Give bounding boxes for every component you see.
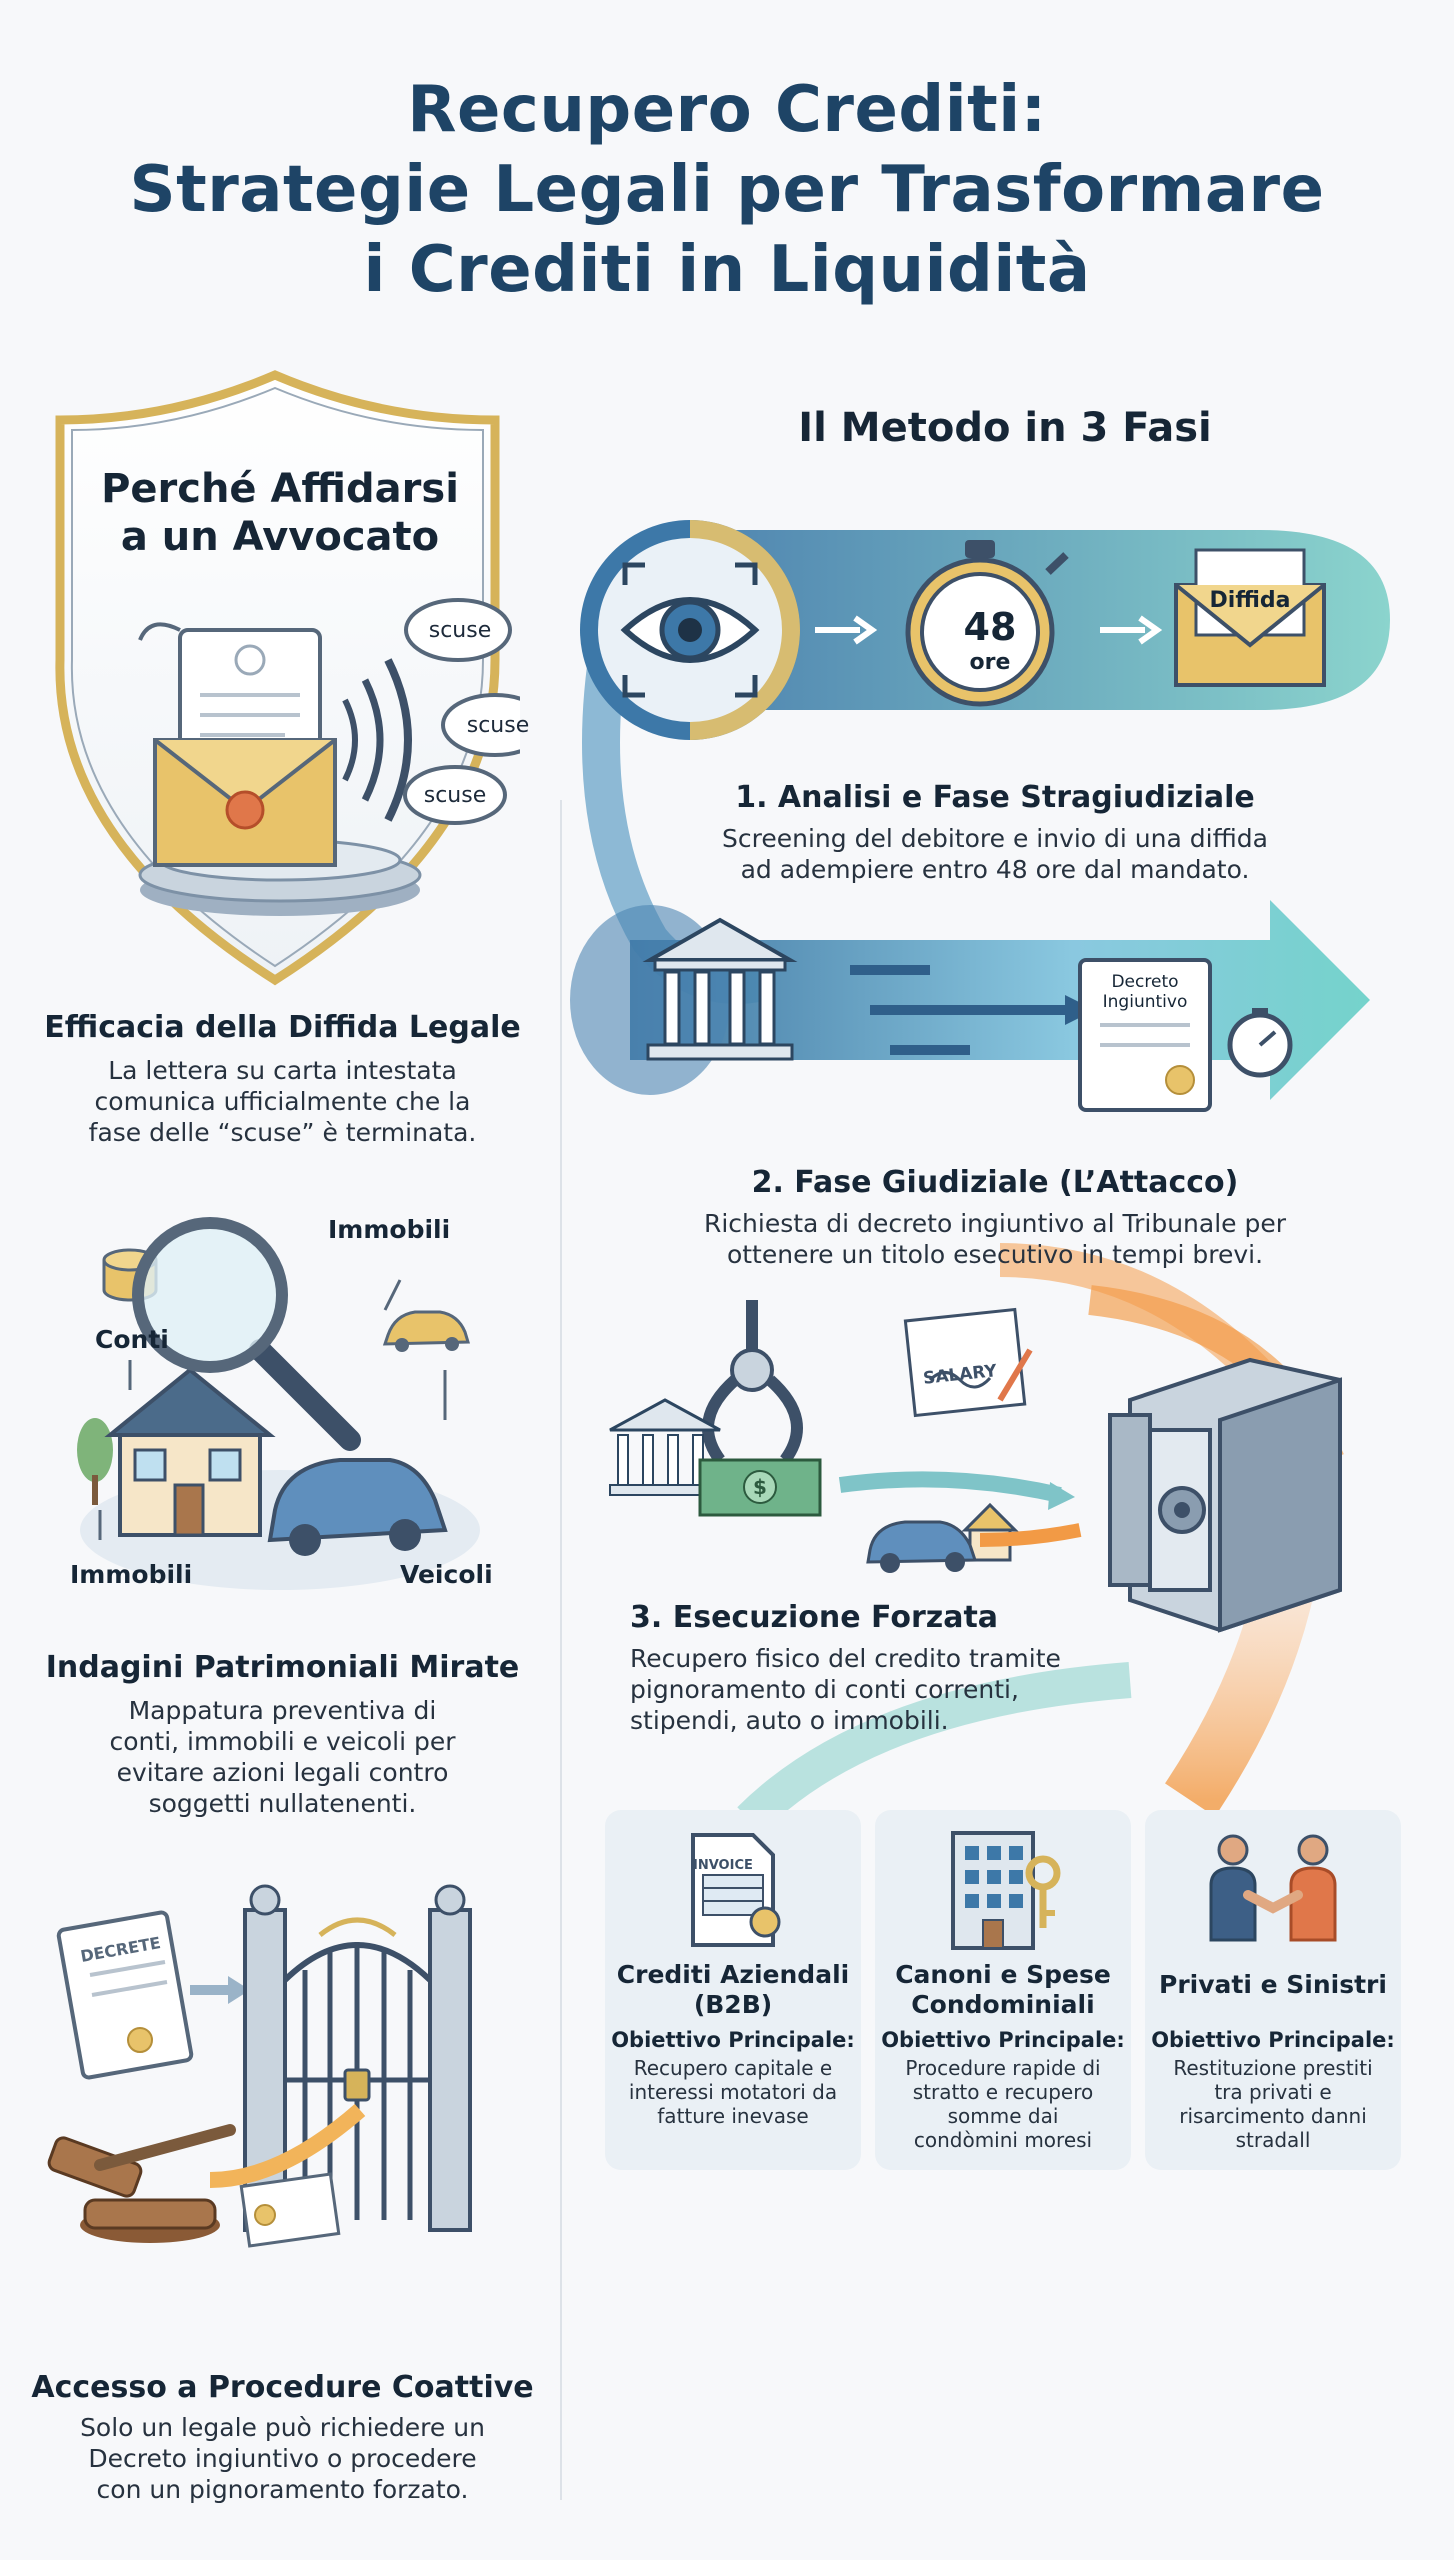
handshake-icon: [1209, 1834, 1337, 1942]
label-conti: Conti: [95, 1325, 169, 1354]
coercive-procedures-illustration: [47, 1884, 472, 2248]
phase-3-title: 3. Esecuzione Forzata: [630, 1600, 999, 1635]
bubble-label: scuse: [423, 783, 487, 808]
section-description: Mappatura preventiva di conti, immobili …: [109, 1696, 456, 1818]
phase-2-description: Richiesta di decreto ingiuntivo al Tribu…: [703, 1209, 1287, 1269]
card-description: Procedure rapide di stratto e recupero s…: [905, 2056, 1101, 2152]
decree-label: Decreto Ingiuntivo: [1102, 972, 1188, 1012]
card-objective-label: Obiettivo Principale:: [611, 2028, 855, 2052]
section-title: Efficacia della Diffida Legale: [44, 1010, 521, 1045]
gate-icon: [243, 1884, 472, 2232]
card-objective-label: Obiettivo Principale:: [881, 2028, 1125, 2052]
timer-unit: ore: [969, 650, 1011, 675]
card-objective-label: Obiettivo Principale:: [1151, 2028, 1395, 2052]
section-title: Accesso a Procedure Coattive: [31, 2370, 534, 2405]
money-icon: $: [698, 1458, 822, 1517]
phase-1-title: 1. Analisi e Fase Stragiudiziale: [735, 780, 1255, 815]
claw-icon: [702, 1300, 803, 1464]
card-description: Restituzione prestiti tra privati e risa…: [1173, 2056, 1373, 2152]
card-b2b: INVOICE Crediti Aziendali (B2B) Obiettiv…: [605, 1810, 861, 2170]
card-title: Crediti Aziendali (B2B): [616, 1960, 850, 2019]
label-immobili: Immobili: [70, 1560, 193, 1589]
salary-slip-icon: [903, 1307, 1033, 1418]
section-description: Solo un legale può richiedere un Decreto…: [80, 2413, 485, 2504]
house-icon: [104, 1367, 276, 1537]
timer-value: 48: [963, 605, 1017, 649]
page-title: Recupero Crediti: Strategie Legali per T…: [129, 73, 1325, 307]
sound-wave-icon: [342, 698, 358, 782]
speech-bubble-icon: [403, 598, 520, 825]
card-condominium: Canoni e Spese Condominiali Obiettivo Pr…: [875, 1810, 1131, 2170]
courthouse-icon: [642, 917, 798, 1061]
card-description: Recupero capitale e interessi motatori d…: [628, 2056, 838, 2128]
invoice-icon: [691, 1833, 781, 1947]
invoice-label: INVOICE: [693, 1858, 753, 1873]
asset-investigation-illustration: [77, 1217, 480, 1590]
stopwatch-icon: [1227, 1008, 1293, 1078]
safe-icon: [1108, 1357, 1342, 1633]
phase-3-description: Recupero fisico del credito tramite pign…: [630, 1644, 1061, 1735]
phase-2-title: 2. Fase Giudiziale (L’Attacco): [751, 1165, 1239, 1200]
bank-icon: [609, 1398, 721, 1496]
svg-text:$: $: [753, 1475, 767, 1499]
envelope-icon: [1174, 548, 1326, 687]
label-veicoli: Veicoli: [400, 1560, 493, 1589]
car-icon: [267, 1458, 448, 1556]
bubble-label: scuse: [428, 618, 492, 643]
card-private: Privati e Sinistri Obiettivo Principale:…: [1145, 1810, 1401, 2170]
stopwatch-icon: [905, 540, 1069, 707]
decree-document-icon: [56, 1910, 194, 2080]
building-key-icon: [951, 1831, 1061, 1950]
label-immobili: Immobili: [328, 1215, 451, 1244]
phase-1-description: Screening del debitore e invio di una di…: [722, 824, 1268, 884]
gavel-icon: [47, 2124, 236, 2243]
method-title: Il Metodo in 3 Fasi: [798, 405, 1212, 451]
envelope-icon: [153, 738, 337, 867]
decree-scroll-icon: [1078, 958, 1212, 1112]
magnifier-icon: [132, 1217, 361, 1451]
bubble-label: scuse: [466, 713, 530, 738]
method-flow-illustration: $: [570, 520, 1390, 1810]
section-description: La lettera su carta intestata comunica u…: [88, 1056, 477, 1147]
car-icon: [866, 1520, 978, 1573]
section-title: Indagini Patrimoniali Mirate: [45, 1650, 520, 1685]
card-title: Privati e Sinistri: [1159, 1970, 1387, 1999]
eye-scan-icon: [580, 520, 800, 740]
padlock-icon: [343, 2068, 371, 2102]
shield-title: Perché Affidarsi a un Avvocato: [101, 466, 459, 560]
card-title: Canoni e Spese Condominiali: [895, 1960, 1111, 2019]
signed-paper-icon: [239, 2172, 341, 2248]
wax-seal: [225, 790, 265, 830]
envelope-label: Diffida: [1209, 588, 1291, 613]
shield-illustration: [55, 370, 520, 986]
small-car-icon: [382, 1310, 471, 1352]
column-divider: [560, 800, 562, 2500]
tree-icon: [77, 1418, 113, 1482]
